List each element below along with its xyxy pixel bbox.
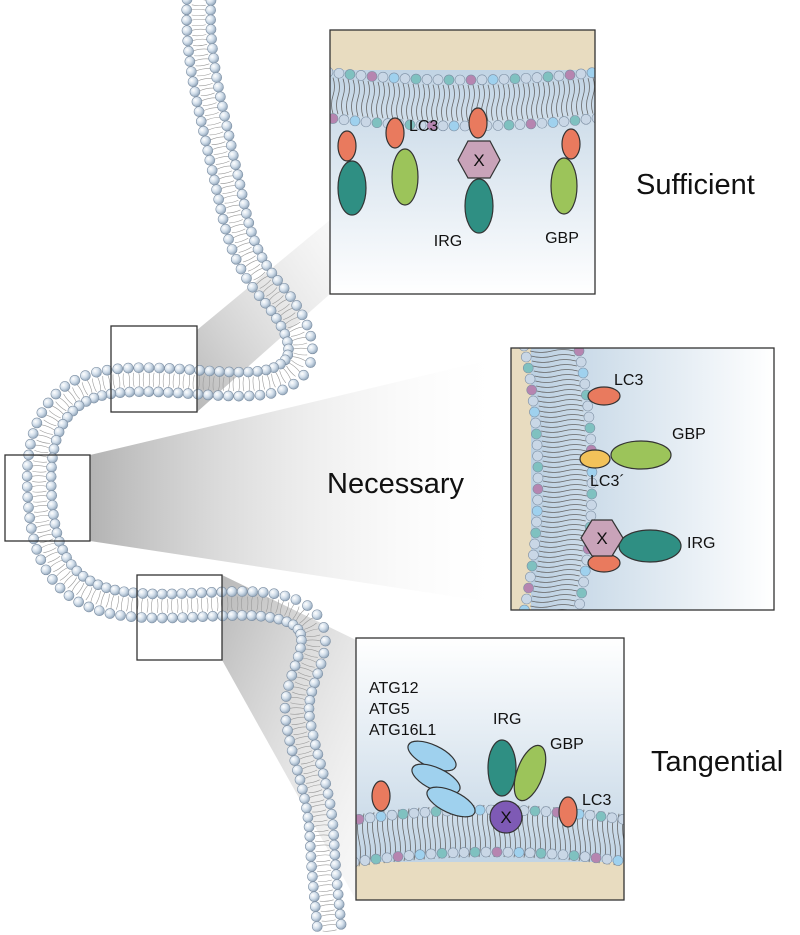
x-label: X xyxy=(500,808,511,827)
panel-tangential: ATG12 ATG5 ATG16L1 X IRG GBP LC3 xyxy=(355,637,625,901)
lc3-label: LC3 xyxy=(614,372,643,389)
gbp-label: GBP xyxy=(545,230,579,247)
category-label-necessary: Necessary xyxy=(327,468,464,500)
gbp-label: GBP xyxy=(672,426,706,443)
lc3-protein xyxy=(385,117,405,149)
membrane-bilayer xyxy=(21,0,347,932)
lc3-protein xyxy=(337,130,357,162)
panel-sufficient: LC3 X IRG GBP xyxy=(329,29,596,295)
lc3-protein xyxy=(371,780,391,812)
gbp-protein xyxy=(610,440,672,470)
lc3-label: LC3 xyxy=(582,792,611,809)
lc3-protein xyxy=(558,796,578,828)
zoom-box-tangential xyxy=(136,574,223,661)
irg-protein xyxy=(464,178,494,234)
zoom-wedge-sufficient xyxy=(197,220,330,412)
irg-label: IRG xyxy=(434,233,462,250)
atg16l1-label: ATG16L1 xyxy=(369,722,436,739)
irg-label: IRG xyxy=(687,535,715,552)
panel-necessary: LC3 GBP LC3´ X IRG xyxy=(510,347,775,611)
atg12-label: ATG12 xyxy=(369,680,419,697)
panel-bilayer-sufficient xyxy=(330,67,595,132)
irg-label: IRG xyxy=(493,711,521,728)
irg-protein xyxy=(487,739,517,797)
gbp-protein xyxy=(550,157,578,215)
gbp-protein xyxy=(391,148,419,206)
lc3-protein xyxy=(587,553,621,573)
zoom-box-necessary xyxy=(4,454,91,542)
category-label-tangential: Tangential xyxy=(651,746,783,778)
x-circle-icon xyxy=(489,800,523,834)
lc3-prime-label: LC3´ xyxy=(590,473,625,490)
lc3-prime-protein xyxy=(579,449,611,469)
lc3-protein xyxy=(468,107,488,139)
x-hexagon-icon xyxy=(580,519,624,557)
atg-complex-subunit xyxy=(426,786,476,818)
gbp-label: GBP xyxy=(550,736,584,753)
category-label-sufficient: Sufficient xyxy=(636,169,755,201)
lc3-protein xyxy=(561,128,581,160)
irg-protein xyxy=(618,529,682,563)
x-label: X xyxy=(596,529,607,548)
irg-protein xyxy=(337,160,367,216)
zoom-box-sufficient xyxy=(110,325,198,413)
atg5-label: ATG5 xyxy=(369,701,410,718)
lc3-protein xyxy=(587,386,621,406)
gbp-protein xyxy=(513,744,547,802)
lc3-label: LC3 xyxy=(409,118,438,135)
zoom-wedge-necessary xyxy=(90,355,510,605)
x-hexagon-icon xyxy=(457,140,501,179)
x-label: X xyxy=(473,151,484,170)
